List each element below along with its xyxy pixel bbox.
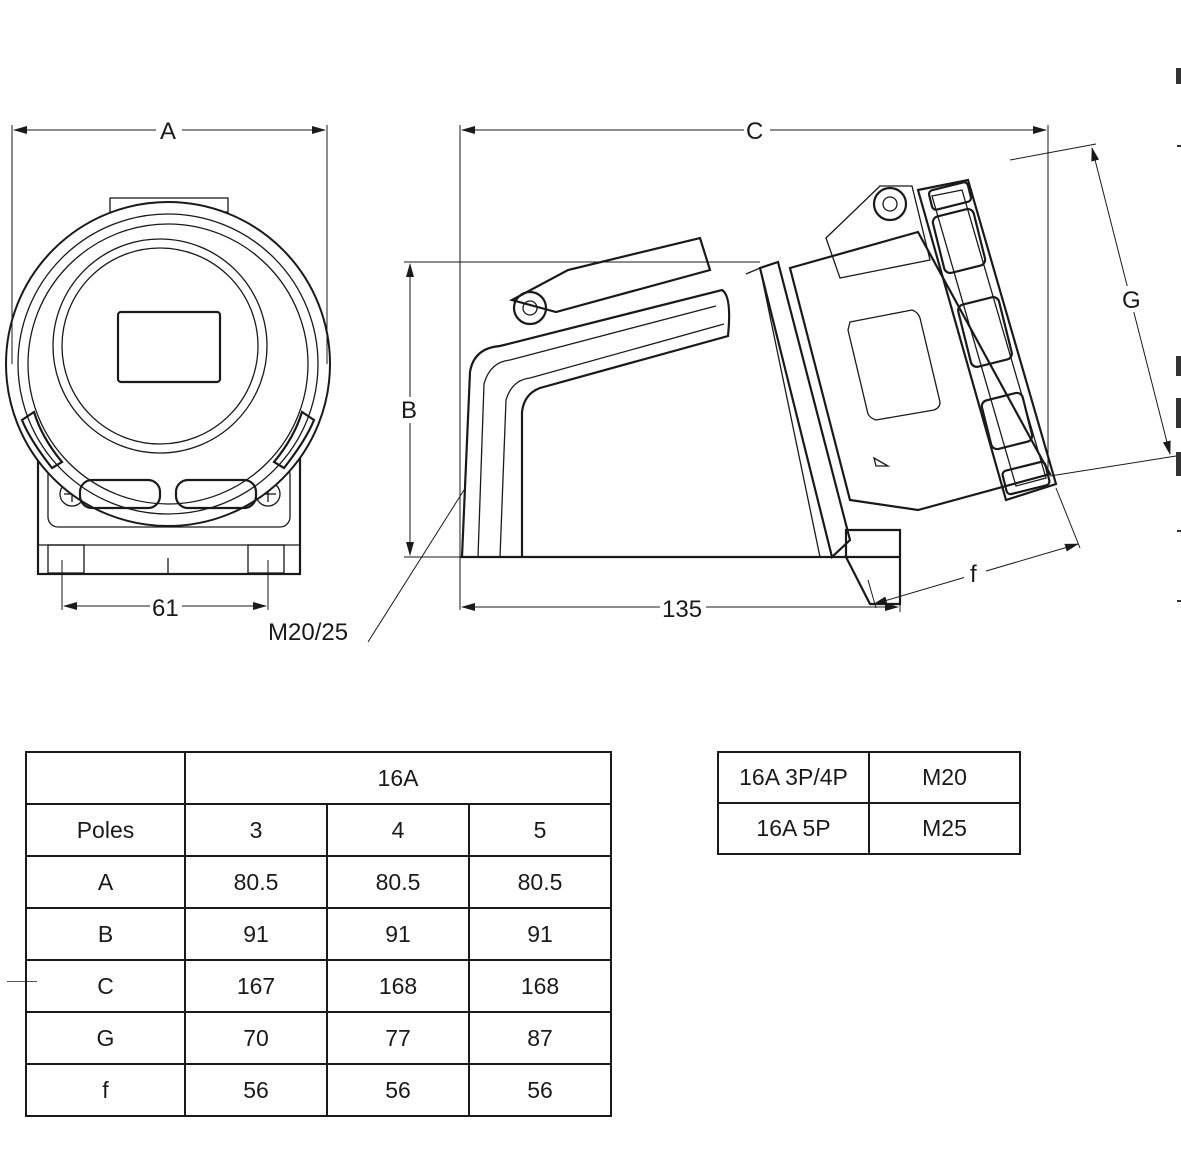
gland-leader-label: M20/25 — [268, 619, 348, 646]
gland-cell: M25 — [868, 802, 1021, 855]
table-cell: 80.5 — [468, 855, 612, 909]
dim-label-c: C — [746, 118, 763, 145]
crop-mark — [1176, 398, 1181, 428]
dim-label-a: A — [160, 118, 176, 145]
poles-cell: 5 — [468, 803, 612, 857]
crop-mark — [1176, 68, 1181, 84]
table-cell: 87 — [468, 1011, 612, 1065]
table-cell: 80.5 — [326, 855, 470, 909]
crop-mark — [7, 981, 37, 982]
table-row: f 56 56 56 — [25, 1063, 612, 1117]
crop-mark — [1177, 530, 1181, 532]
table-row: G 70 77 87 — [25, 1011, 612, 1065]
table-cell: 91 — [326, 907, 470, 961]
dim-label-f: f — [970, 561, 977, 588]
front-view: A 61 — [5, 118, 331, 622]
dimensions-table: 16A Poles 3 4 5 A 80.5 80.5 80.5 B 91 91… — [25, 751, 612, 1117]
poles-cell: 4 — [326, 803, 470, 857]
table-cell: 168 — [326, 959, 470, 1013]
table-cell: 77 — [326, 1011, 470, 1065]
table-cell: 56 — [468, 1063, 612, 1117]
table-cell: 167 — [184, 959, 328, 1013]
table-corner-cell — [25, 751, 186, 805]
dim-label-g: G — [1122, 287, 1141, 314]
row-label: B — [25, 907, 186, 961]
current-rating-header: 16A — [184, 751, 612, 805]
table-header-row: 16A — [25, 751, 612, 805]
table-row: 16A 5P M25 — [717, 802, 1021, 855]
side-view: C B G f 135 M20/25 — [268, 118, 1177, 646]
dim-label-61: 61 — [152, 595, 179, 622]
dim-label-b: B — [401, 397, 417, 424]
technical-drawing: A 61 — [5, 118, 1177, 646]
rating-cell: 16A 5P — [717, 802, 870, 855]
table-cell: 56 — [184, 1063, 328, 1117]
poles-row: Poles 3 4 5 — [25, 803, 612, 857]
table-row: C 167 168 168 — [25, 959, 612, 1013]
crop-mark — [1177, 145, 1181, 147]
table-cell: 70 — [184, 1011, 328, 1065]
crop-mark — [1176, 452, 1181, 476]
dim-label-135: 135 — [662, 596, 702, 623]
table-cell: 80.5 — [184, 855, 328, 909]
crop-mark — [1176, 356, 1181, 376]
gland-cell: M20 — [868, 751, 1021, 804]
table-cell: 56 — [326, 1063, 470, 1117]
poles-label: Poles — [25, 803, 186, 857]
row-label: A — [25, 855, 186, 909]
table-cell: 91 — [468, 907, 612, 961]
table-cell: 91 — [184, 907, 328, 961]
row-label: C — [25, 959, 186, 1013]
gland-table: 16A 3P/4P M20 16A 5P M25 — [717, 751, 1021, 855]
table-row: 16A 3P/4P M20 — [717, 751, 1021, 804]
rating-cell: 16A 3P/4P — [717, 751, 870, 804]
table-row: A 80.5 80.5 80.5 — [25, 855, 612, 909]
table-row: B 91 91 91 — [25, 907, 612, 961]
row-label: G — [25, 1011, 186, 1065]
table-cell: 168 — [468, 959, 612, 1013]
crop-mark — [1177, 600, 1181, 602]
poles-cell: 3 — [184, 803, 328, 857]
row-label: f — [25, 1063, 186, 1117]
